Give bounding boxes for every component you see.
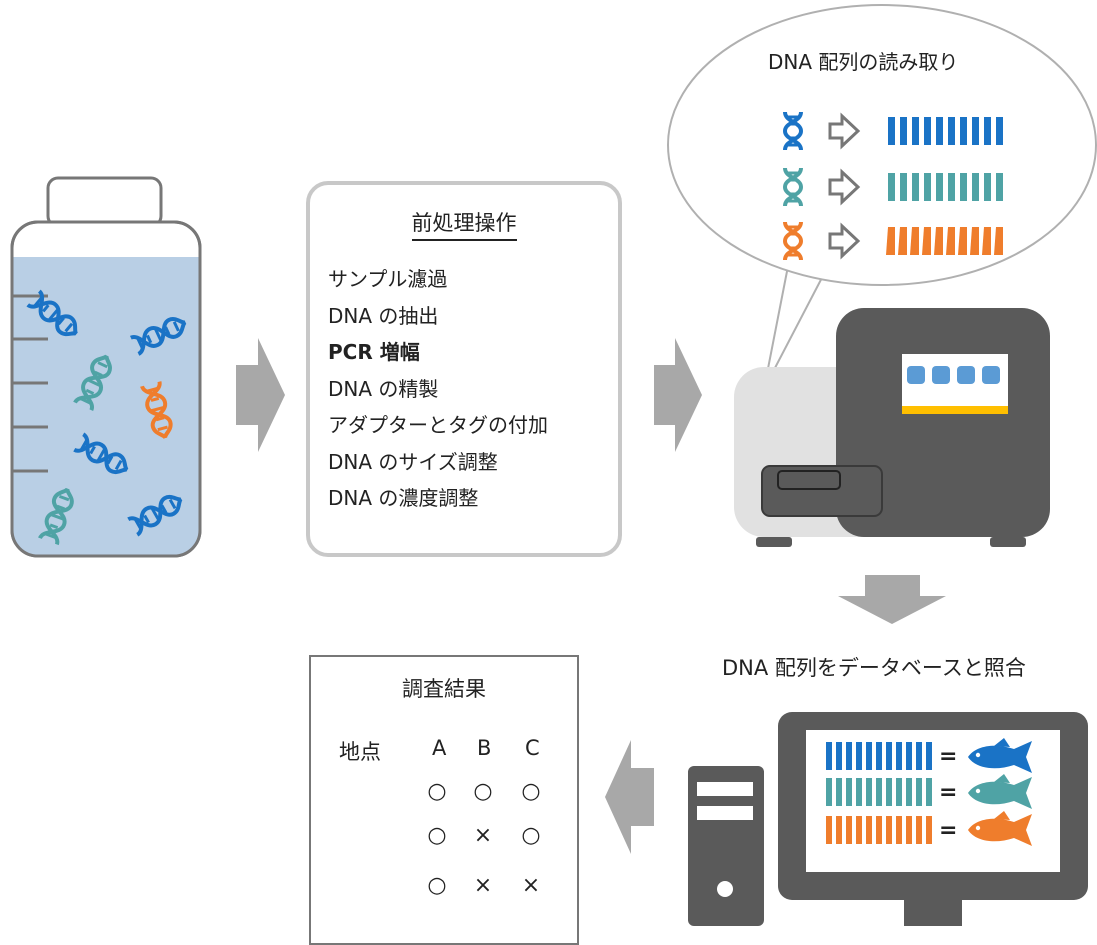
column-header-c: C bbox=[525, 736, 540, 760]
equals-sign: = bbox=[939, 744, 958, 769]
preprocessing-step: PCR 増幅 bbox=[328, 340, 420, 364]
water-sample-jar bbox=[10, 176, 202, 558]
drawer-handle bbox=[777, 470, 841, 490]
results-table: 調査結果 地点 A B C ○ ○ ○ ○ × ○ ○ × × bbox=[309, 655, 579, 945]
arrow-right-2 bbox=[654, 338, 702, 452]
barcode-blue bbox=[888, 117, 1003, 145]
match-barcode-teal bbox=[826, 778, 932, 806]
pc-drive-1 bbox=[697, 782, 753, 796]
bubble-title: DNA 配列の読み取り bbox=[768, 50, 959, 74]
hollow-arrow-icon bbox=[828, 222, 861, 260]
bubble-row-teal bbox=[783, 166, 1003, 208]
result-cell: ○ bbox=[521, 823, 541, 848]
result-cell: ○ bbox=[427, 823, 447, 848]
sequence-bubble bbox=[667, 4, 1097, 390]
arrow-right-1 bbox=[236, 338, 285, 452]
result-cell: ○ bbox=[521, 779, 541, 804]
result-cell: × bbox=[521, 873, 541, 898]
preprocessing-title: 前処理操作 bbox=[310, 207, 618, 241]
preprocessing-box: 前処理操作 サンプル濾過 DNA の抽出 PCR 増幅 DNA の精製アダプターとタグ… bbox=[306, 181, 622, 557]
arrow-left bbox=[605, 740, 654, 854]
result-cell: × bbox=[473, 873, 493, 898]
edna-workflow-diagram bbox=[10, 4, 1097, 926]
preprocessing-steps: サンプル濾過 DNA の抽出 PCR 増幅 DNA の精製アダプターとタグの付加 DNA… bbox=[328, 261, 548, 517]
dna-sequencer bbox=[734, 308, 1050, 547]
preprocessing-step: DNA の濃度調整 bbox=[328, 486, 479, 510]
preprocessing-step: DNA のサイズ調整 bbox=[328, 449, 498, 474]
bubble-row-blue bbox=[783, 110, 1003, 152]
database-caption: DNA 配列をデータベースと照合 bbox=[722, 656, 1026, 680]
hollow-arrow-icon bbox=[828, 112, 861, 150]
jar-water bbox=[12, 257, 200, 556]
sequencer-foot-left bbox=[756, 537, 792, 547]
preprocessing-step: アダプターとタグの付加 bbox=[328, 413, 548, 437]
equals-sign: = bbox=[939, 818, 958, 843]
match-barcode-orange bbox=[826, 816, 932, 844]
computer bbox=[688, 712, 1088, 926]
bubble-shape bbox=[667, 4, 1097, 286]
match-barcode-blue bbox=[826, 742, 932, 770]
preprocessing-step: DNA の精製 bbox=[328, 376, 439, 401]
monitor-neck bbox=[904, 900, 962, 926]
result-cell: ○ bbox=[473, 779, 493, 804]
screen-bar bbox=[902, 406, 1008, 414]
barcode-teal bbox=[888, 173, 1003, 201]
screen-indicators bbox=[907, 366, 1000, 384]
arrow-down bbox=[838, 575, 946, 624]
result-cell: × bbox=[473, 823, 493, 848]
hollow-arrow-icon bbox=[828, 168, 861, 206]
preprocessing-step: DNA の抽出 bbox=[328, 303, 439, 328]
barcode-orange bbox=[886, 227, 1003, 255]
preprocessing-step: サンプル濾過 bbox=[328, 267, 448, 291]
column-header-b: B bbox=[477, 736, 492, 760]
pc-drive-2 bbox=[697, 806, 753, 820]
pc-power-button bbox=[717, 881, 733, 897]
column-header-a: A bbox=[432, 736, 447, 760]
jar-cap bbox=[46, 176, 163, 228]
bubble-row-orange bbox=[783, 220, 1003, 262]
results-title: 調査結果 bbox=[402, 677, 486, 701]
result-cell: ○ bbox=[427, 873, 447, 898]
flow-arrows bbox=[236, 338, 946, 854]
row-header-location: 地点 bbox=[339, 740, 381, 764]
result-cell: ○ bbox=[427, 779, 447, 804]
sequencer-foot-right bbox=[990, 537, 1026, 547]
equals-sign: = bbox=[939, 780, 958, 805]
